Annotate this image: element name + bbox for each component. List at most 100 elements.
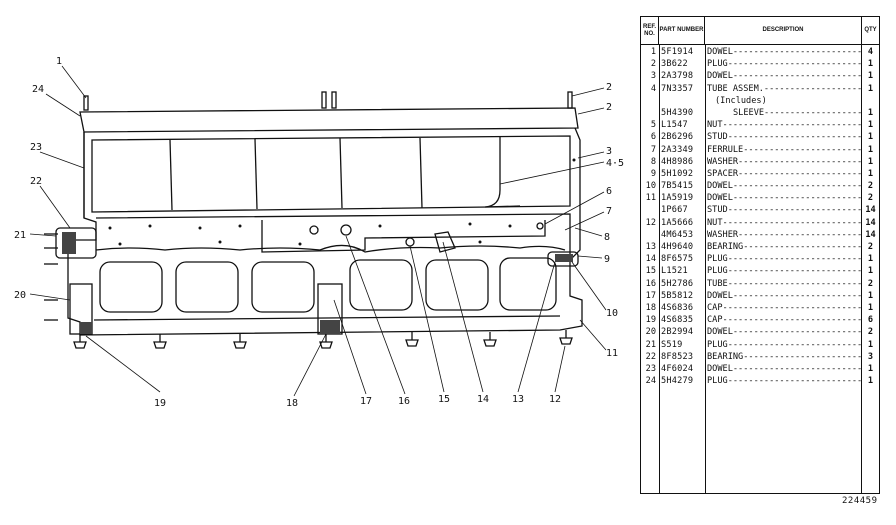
qty-cell: 14 — [865, 205, 876, 216]
description-cell: BEARING---------------------------------… — [707, 351, 862, 362]
callout-21: 21 — [14, 230, 26, 241]
ref-no-cell — [641, 204, 659, 216]
ref-no-cell: 16 — [645, 278, 656, 289]
callout-3: 3 — [606, 146, 612, 157]
ref-no-cell: 20 — [645, 327, 656, 338]
part-number-cell: L1547 — [661, 120, 688, 131]
ref-no-cell: 11 — [645, 193, 656, 204]
qty-cell: 1 — [867, 107, 874, 118]
callout-14: 14 — [477, 394, 489, 405]
callout-12: 12 — [549, 394, 561, 405]
description-cell: DOWEL-----------------------------------… — [707, 193, 862, 204]
callout-22: 22 — [30, 176, 42, 187]
description-cell: DOWEL-----------------------------------… — [707, 47, 862, 57]
part-number-cell: 1P667 — [661, 205, 688, 216]
qty-cell: 2 — [867, 242, 874, 252]
part-number-cell: 4F6024 — [661, 363, 694, 374]
table-row: 194S6835CAP-----------------------------… — [641, 314, 879, 326]
table-row: 95H1092SPACER---------------------------… — [641, 168, 879, 180]
description-cell: CAP-------------------------------------… — [707, 302, 862, 313]
qty-cell: 1 — [867, 290, 874, 301]
qty-cell: 1 — [867, 363, 874, 374]
ref-no-cell: 13 — [645, 242, 656, 252]
table-row: 62B6296STUD-----------------------------… — [641, 131, 879, 143]
table-row: 15F1914DOWEL----------------------------… — [641, 46, 879, 58]
parts-rows: 15F1914DOWEL----------------------------… — [641, 46, 879, 387]
table-row: 11 1A5919 DOWEL---------------------------… — [641, 192, 879, 204]
description-cell: PLUG------------------------------------… — [707, 254, 862, 265]
qty-cell: 4 — [867, 47, 874, 57]
ref-no-cell: 19 — [645, 315, 656, 326]
header-qty: QTY — [864, 27, 877, 33]
description-cell: PLUG------------------------------------… — [707, 266, 862, 277]
table-row: 234F6024DOWEL---------------------------… — [641, 363, 879, 375]
callout-18: 18 — [286, 398, 298, 409]
ref-no-cell: 7 — [650, 144, 656, 155]
table-row: 121A5666NUT-----------------------------… — [641, 217, 879, 229]
description-cell: PLUG------------------------------------… — [707, 59, 862, 70]
ref-no-cell: 24 — [645, 376, 656, 387]
part-number-cell: 4M6453 — [661, 229, 694, 240]
callout-19: 19 — [154, 398, 166, 409]
description-cell: DOWEL-----------------------------------… — [707, 290, 862, 301]
document-number: 224459 — [842, 496, 878, 506]
ref-no-cell: 10 — [645, 181, 656, 192]
part-number-cell: 4S6836 — [661, 302, 694, 313]
table-row: 23B622PLUG------------------------------… — [641, 58, 879, 70]
qty-cell: 14 — [865, 229, 876, 240]
table-row: 20 2B2994 DOWEL---------------------------… — [641, 326, 879, 338]
qty-cell: 1 — [867, 71, 874, 82]
qty-cell: 1 — [867, 376, 874, 387]
qty-cell: 1 — [867, 83, 874, 94]
qty-cell: 1 — [867, 302, 874, 313]
ref-no-cell: 14 — [645, 254, 656, 265]
part-number-cell: S519 — [661, 339, 683, 350]
table-row: 245H4279PLUG----------------------------… — [641, 375, 879, 387]
part-number-cell: 7B5415 — [661, 181, 694, 192]
header-ref-no: REF. NO. — [641, 17, 659, 44]
part-number-cell: 4H8986 — [661, 156, 694, 167]
table-row: 1P667 STUD-------------------------------… — [641, 204, 879, 216]
header-description: DESCRIPTION — [705, 17, 862, 44]
part-number-cell: 8F6575 — [661, 254, 694, 265]
description-cell: DOWEL-----------------------------------… — [707, 327, 862, 338]
callout-24: 24 — [32, 84, 44, 95]
table-row: 72A3349FERRULE--------------------------… — [641, 144, 879, 156]
description-cell: DOWEL-----------------------------------… — [707, 71, 862, 82]
callout-16: 16 — [398, 396, 410, 407]
ref-no-cell: 8 — [650, 156, 656, 167]
ref-no-cell: 6 — [650, 132, 656, 143]
qty-cell: 1 — [867, 339, 874, 350]
part-number-cell: 4H9640 — [661, 242, 694, 252]
qty-cell: 1 — [867, 120, 874, 131]
callout-4-5: 4·5 — [606, 158, 624, 169]
callout-9: 9 — [604, 254, 610, 265]
table-row: 107B5415DOWEL---------------------------… — [641, 180, 879, 192]
description-cell: STUD------------------------------------… — [707, 205, 862, 216]
description-cell: STUD------------------------------------… — [707, 132, 862, 143]
description-cell: NUT-------------------------------------… — [707, 120, 862, 131]
table-row: 21S519PLUG------------------------------… — [641, 339, 879, 351]
callout-10: 10 — [606, 308, 618, 319]
table-row: (Includes) — [641, 95, 879, 107]
part-number-cell — [659, 95, 705, 107]
table-row: 175B5812DOWEL---------------------------… — [641, 290, 879, 302]
qty-cell: 1 — [867, 266, 874, 277]
ref-no-cell: 12 — [645, 217, 656, 228]
qty-cell: 1 — [867, 59, 874, 70]
description-cell: PLUG------------------------------------… — [707, 376, 862, 387]
part-number-cell: 1A5666 — [661, 217, 694, 228]
description-cell: FERRULE---------------------------------… — [707, 144, 862, 155]
description-cell: DOWEL-----------------------------------… — [707, 363, 862, 374]
description-cell: WASHER----------------------------------… — [707, 156, 862, 167]
ref-no-cell: 18 — [645, 302, 656, 313]
part-number-cell: 2B2994 — [661, 327, 694, 338]
ref-no-cell: 22 — [645, 351, 656, 362]
ref-no-cell — [641, 95, 659, 107]
ref-no-cell: 4 — [650, 83, 656, 94]
table-row: 14 8F6575 PLUG----------------------------… — [641, 253, 879, 265]
ref-no-cell: 15 — [645, 266, 656, 277]
part-number-cell: 1A5919 — [661, 193, 694, 204]
qty-cell: 6 — [867, 315, 874, 326]
